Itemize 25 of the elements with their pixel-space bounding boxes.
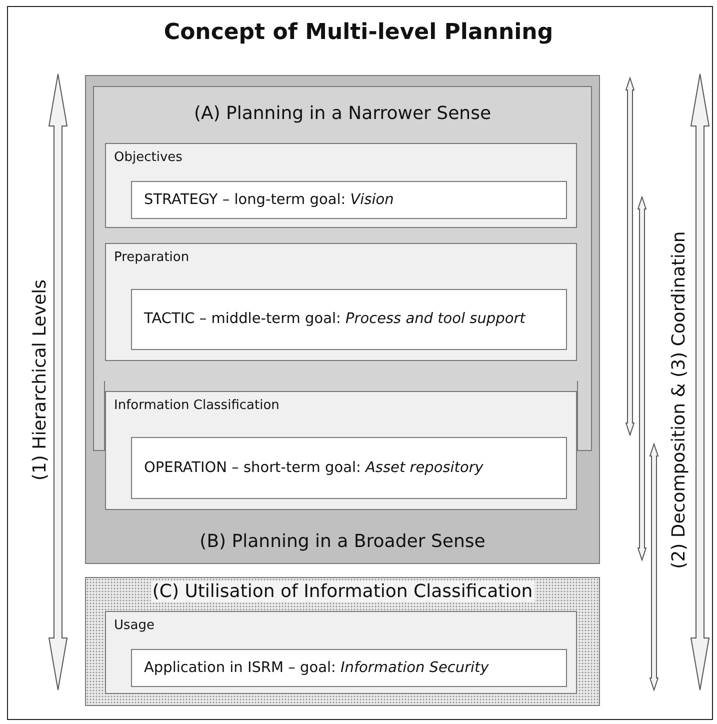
goal-text: OPERATION – short-term goal: Asset repository bbox=[144, 458, 484, 478]
goal-text: Application in ISRM – goal: Information Security bbox=[144, 658, 489, 678]
goal-text: STRATEGY – long-term goal: Vision bbox=[144, 190, 394, 210]
panel-heading: (C) Utilisation of Information Classification bbox=[150, 581, 535, 602]
goal-box bbox=[131, 289, 567, 350]
section-label: Preparation bbox=[114, 250, 190, 265]
group-box bbox=[105, 391, 577, 510]
group-box bbox=[105, 143, 577, 228]
goal-box bbox=[131, 181, 567, 219]
panel-heading: (B) Planning in a Broader Sense bbox=[198, 531, 486, 552]
panel-heading: (A) Planning in a Narrower Sense bbox=[192, 103, 492, 124]
group-box bbox=[105, 243, 577, 361]
dotted-panel bbox=[85, 577, 600, 706]
section-label: Objectives bbox=[114, 150, 182, 165]
goal-box bbox=[131, 437, 567, 499]
axis-label: (2) Decomposition & (3) Coordination bbox=[668, 231, 690, 569]
group-box bbox=[105, 611, 577, 694]
goal-text: TACTIC – middle-term goal: Process and tool support bbox=[144, 310, 526, 329]
section-label: Information Classification bbox=[114, 398, 280, 413]
axis-label: (1) Hierarchical Levels bbox=[30, 279, 50, 481]
inner-panel bbox=[93, 86, 592, 392]
outer-panel bbox=[85, 75, 600, 564]
section-label: Usage bbox=[114, 618, 155, 633]
goal-box bbox=[131, 649, 567, 687]
diagram-title: Concept of Multi-level Planning bbox=[164, 20, 554, 45]
